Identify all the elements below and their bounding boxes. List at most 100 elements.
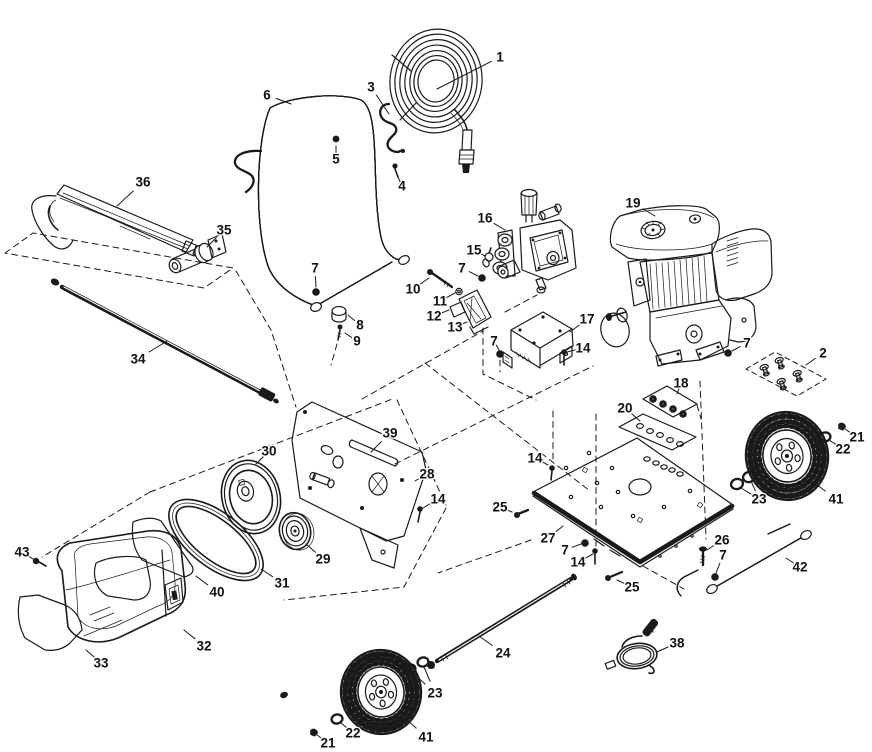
part-number-7: 7 xyxy=(719,548,727,563)
leader-line xyxy=(255,456,264,465)
part-number-10: 10 xyxy=(405,282,420,297)
leader-line xyxy=(731,346,741,352)
part-callout-1-0: 1 xyxy=(436,48,505,90)
part-callout-17-18: 17 xyxy=(569,310,596,333)
leader-line xyxy=(370,441,382,453)
part-callout-27-36: 27 xyxy=(539,525,564,547)
part-number-17: 17 xyxy=(579,312,594,327)
push-rivet-7 xyxy=(711,573,719,581)
part-number-9: 9 xyxy=(353,334,361,349)
part-number-39: 39 xyxy=(382,426,397,441)
leader-line xyxy=(375,94,390,115)
isolator-mounts xyxy=(759,356,803,391)
base-plate xyxy=(514,437,735,581)
part-callout-42-30: 42 xyxy=(785,557,809,576)
axle-rod xyxy=(427,573,577,669)
axle-cap-21 xyxy=(838,422,846,431)
part-callout-4-2: 4 xyxy=(397,176,407,195)
leader-line xyxy=(423,666,431,682)
part-number-3: 3 xyxy=(367,80,375,95)
part-callout-9-10: 9 xyxy=(344,332,362,350)
part-callout-21-26: 21 xyxy=(844,428,866,446)
push-rivet-7 xyxy=(581,539,589,547)
part-callout-20-25: 20 xyxy=(616,399,641,422)
part-number-14: 14 xyxy=(430,492,446,507)
large-pulley xyxy=(220,459,282,535)
part-number-6: 6 xyxy=(263,88,271,103)
part-number-14: 14 xyxy=(575,341,591,356)
bolt-25 xyxy=(514,508,530,518)
leader-line xyxy=(616,579,626,585)
leader-line xyxy=(344,332,353,338)
part-number-7: 7 xyxy=(561,543,569,558)
part-callout-25-37: 25 xyxy=(491,498,513,516)
leader-line xyxy=(468,271,479,277)
washer-22 xyxy=(330,713,344,725)
part-number-26: 26 xyxy=(714,533,730,548)
leader-line xyxy=(85,649,95,658)
part-callout-11-12: 11 xyxy=(432,292,456,310)
belt-cover xyxy=(56,529,187,643)
leader-line xyxy=(412,672,426,685)
part-number-38: 38 xyxy=(669,636,685,651)
bracket-box-17 xyxy=(496,311,574,369)
leader-line xyxy=(706,544,716,551)
part-callout-14-41: 14 xyxy=(422,490,447,509)
leader-line xyxy=(397,176,401,183)
part-callout-2-23: 2 xyxy=(805,344,828,366)
part-number-1: 1 xyxy=(496,50,504,65)
leader-line xyxy=(403,716,417,729)
leader-line xyxy=(260,568,274,578)
part-callout-28-40: 28 xyxy=(414,465,436,483)
leader-line xyxy=(305,543,316,553)
part-callout-36-5: 36 xyxy=(116,173,152,207)
leader-line xyxy=(419,277,430,285)
part-callout-32-46: 32 xyxy=(183,629,213,655)
axle-cap-21 xyxy=(310,728,318,737)
spray-gun xyxy=(31,184,209,259)
v-belt xyxy=(168,498,264,582)
leader-line xyxy=(631,413,641,422)
leader-line xyxy=(566,349,577,353)
handle-tube-end xyxy=(310,302,322,312)
part-callout-12-13: 12 xyxy=(425,307,450,325)
alignment-dashed-lines xyxy=(4,232,707,601)
part-callout-29-43: 29 xyxy=(305,543,332,568)
part-number-41: 41 xyxy=(828,492,844,507)
part-callout-6-4: 6 xyxy=(262,86,292,105)
small-pulley xyxy=(278,511,315,551)
handle-grommet xyxy=(331,305,347,323)
nozzle-rack xyxy=(618,385,698,451)
leader-line xyxy=(347,314,356,321)
part-callout-40-45: 40 xyxy=(195,575,226,601)
decal-40 xyxy=(131,517,194,578)
handle-assembly xyxy=(233,96,411,341)
grommet-bolt xyxy=(337,324,343,341)
leader-line xyxy=(715,562,721,574)
part-callout-16-16: 16 xyxy=(476,209,506,231)
leader-line xyxy=(459,321,468,326)
leader-line xyxy=(148,340,168,353)
leader-line xyxy=(569,324,580,333)
leader-line xyxy=(316,734,324,740)
mount-plate-28 xyxy=(291,401,427,569)
part-number-14: 14 xyxy=(570,555,586,570)
washer-11 xyxy=(455,287,463,296)
part-callout-24-53: 24 xyxy=(478,635,512,662)
leader-line xyxy=(440,309,450,314)
leader-line xyxy=(540,460,549,466)
leader-line xyxy=(571,543,582,548)
part-callout-7-20: 7 xyxy=(489,332,500,351)
drive-assembly xyxy=(168,459,315,582)
leader-line xyxy=(805,357,816,366)
part-callout-7-32: 7 xyxy=(715,546,728,574)
part-number-22: 22 xyxy=(835,442,850,457)
part-callout-18-24: 18 xyxy=(672,374,690,395)
part-callout-22-50: 22 xyxy=(340,722,362,742)
part-callout-5-3: 5 xyxy=(331,145,341,168)
leader-line xyxy=(811,480,826,492)
part-callout-41-28: 41 xyxy=(811,480,845,508)
part-callout-21-51: 21 xyxy=(316,734,337,752)
part-number-28: 28 xyxy=(419,467,435,482)
